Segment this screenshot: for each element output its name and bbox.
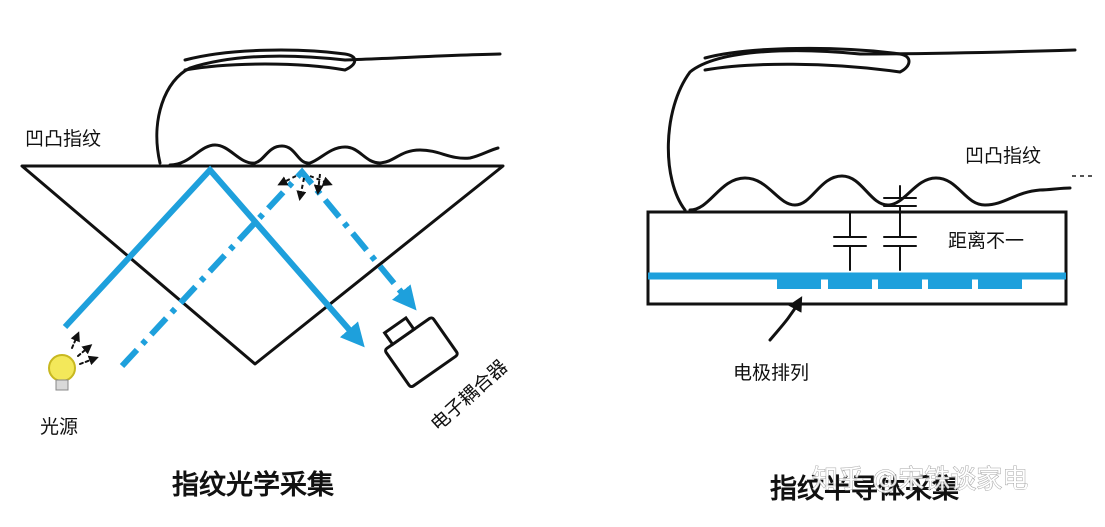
label-distance: 距离不一 [948, 230, 1024, 252]
label-fingerprint-left: 凹凸指纹 [25, 128, 101, 150]
watermark: 知乎 @宋铢谈家电 [812, 465, 1028, 495]
prism [20, 164, 505, 366]
caption-optical: 指纹光学采集 [172, 469, 335, 501]
fingernail-left [183, 48, 357, 72]
electrode-pointer-arrow [768, 296, 803, 342]
optical-panel [8, 30, 553, 450]
electrode-pads [777, 276, 1022, 289]
finger-outline-left [155, 52, 502, 165]
label-light-source: 光源 [40, 416, 78, 438]
reflected-light-beam [62, 165, 365, 348]
label-fingerprint-right: 凹凸指纹 [965, 145, 1041, 167]
capacitor-symbols [833, 185, 917, 271]
scatter-arrows [277, 173, 333, 201]
finger-outline-right [666, 48, 1077, 212]
caption-semiconductor: 指纹半导体采集 [770, 473, 960, 505]
label-electrodes: 电极排列 [733, 362, 809, 384]
fingernail-right [703, 46, 911, 74]
ccd-camera-icon [382, 315, 459, 389]
fingerprint-ridges-right [688, 174, 1072, 212]
sensor-body [646, 210, 1068, 306]
semiconductor-diagram: 凹凸指纹 距离不一 电极排列 [646, 46, 1095, 384]
scattered-light-beam [119, 167, 417, 369]
fingerprint-ridges-left [168, 143, 500, 167]
light-bulb-icon [48, 331, 99, 391]
